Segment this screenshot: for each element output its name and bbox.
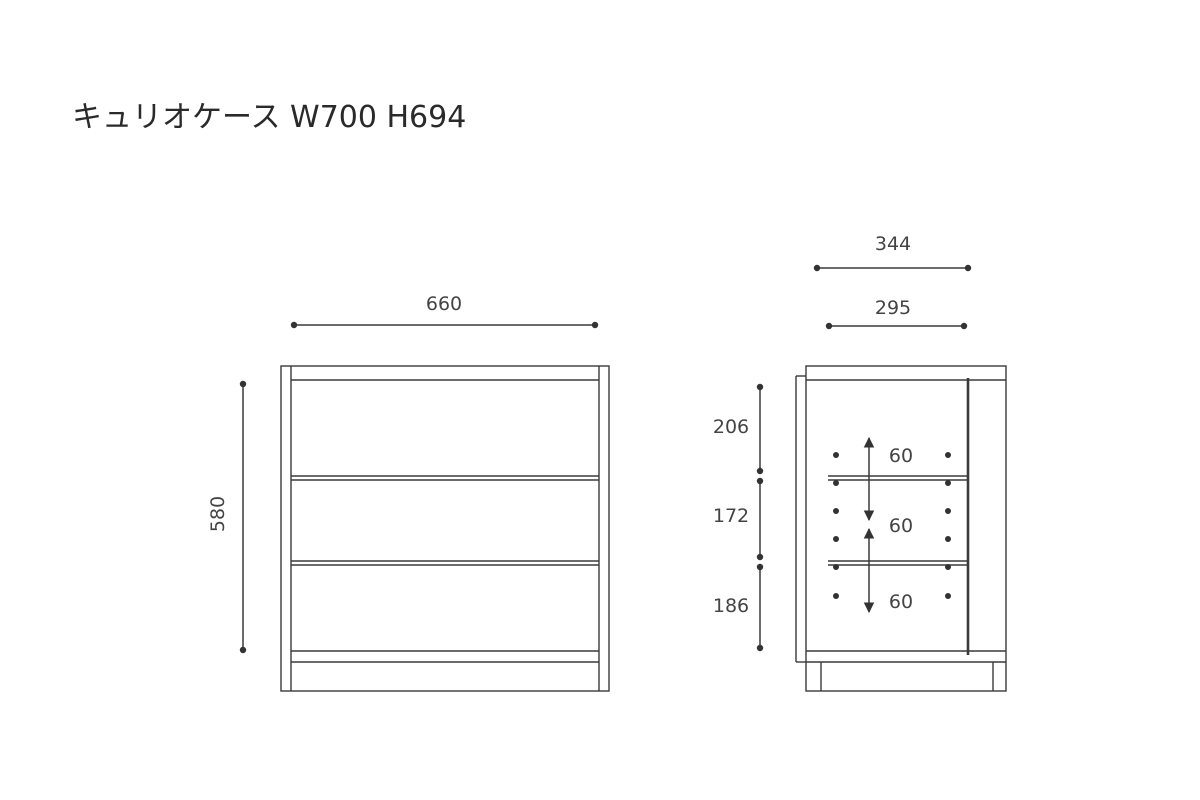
side-view: 60 60 60 344 295 206 172 bbox=[713, 233, 1007, 692]
outer-depth-label: 344 bbox=[875, 233, 911, 255]
width-dimension: 660 bbox=[290, 293, 599, 329]
front-shelf bbox=[291, 560, 599, 566]
inner-depth-label: 295 bbox=[875, 297, 911, 319]
side-cabinet-outline bbox=[795, 365, 1007, 692]
shelf-pin-holes bbox=[833, 452, 951, 599]
section-height-label: 172 bbox=[713, 505, 749, 527]
height-dimension: 580 bbox=[207, 380, 247, 654]
pitch-label: 60 bbox=[889, 445, 913, 467]
page-title: キュリオケース W700 H694 bbox=[72, 100, 467, 135]
pitch-label: 60 bbox=[889, 591, 913, 613]
front-view: 660 580 bbox=[207, 293, 610, 692]
width-label: 660 bbox=[426, 293, 462, 315]
inner-depth-dimension: 295 bbox=[825, 297, 968, 330]
section-height-dimension: 172 bbox=[713, 477, 764, 561]
side-shelf bbox=[828, 475, 968, 481]
height-label: 580 bbox=[207, 496, 229, 532]
section-height-label: 206 bbox=[713, 416, 749, 438]
side-shelf bbox=[828, 560, 968, 566]
outer-depth-dimension: 344 bbox=[813, 233, 972, 272]
front-cabinet-outline bbox=[280, 365, 610, 692]
section-height-label: 186 bbox=[713, 595, 749, 617]
section-height-dimension: 186 bbox=[713, 563, 764, 652]
pitch-label: 60 bbox=[889, 515, 913, 537]
front-shelf bbox=[291, 475, 599, 481]
section-height-dimension: 206 bbox=[713, 383, 764, 475]
